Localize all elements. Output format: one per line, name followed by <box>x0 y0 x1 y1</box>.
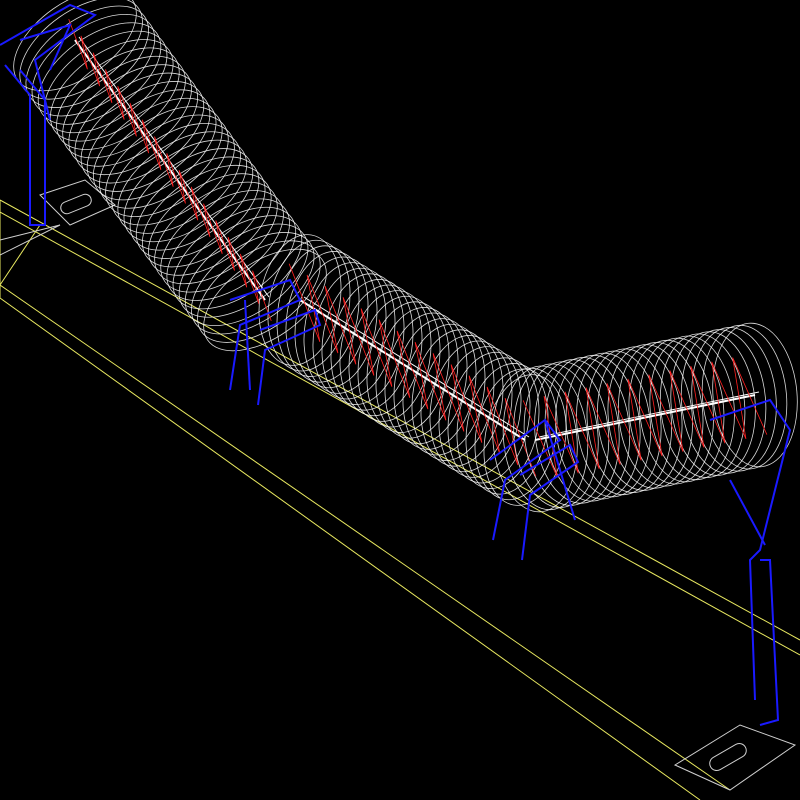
mid-right-leg <box>544 419 576 521</box>
roller-inner-detail <box>522 357 768 478</box>
roller-ring <box>597 346 683 491</box>
frame-line <box>0 211 800 656</box>
roller-ring <box>680 329 767 474</box>
brackets <box>0 3 792 726</box>
frame-line <box>0 284 731 791</box>
roller-ring <box>618 342 704 487</box>
center-roller <box>258 234 567 506</box>
roller-ring <box>523 361 610 506</box>
left-post <box>4 64 46 226</box>
left-post-brace <box>19 23 72 71</box>
roller-ring <box>649 335 735 481</box>
roller-ring <box>565 352 652 498</box>
roller-ring <box>576 350 662 496</box>
roller-ring <box>555 354 641 500</box>
roller-ring <box>474 368 558 501</box>
left-roller <box>13 0 327 352</box>
roller-ring <box>483 374 567 506</box>
roller-ring <box>586 348 672 493</box>
roller-ring <box>659 333 746 478</box>
left-post-top <box>0 3 98 121</box>
mid-left-bracket-b <box>257 308 322 406</box>
right-post-leg <box>759 559 780 726</box>
mid-right-bracket-b <box>519 443 580 561</box>
frame-line <box>0 297 701 800</box>
roller-ring <box>492 367 578 513</box>
frame-line <box>0 199 800 641</box>
mid-left-leg <box>244 299 251 391</box>
roller-inner-detail <box>288 263 537 477</box>
mounting-slot <box>60 193 92 215</box>
frame-line <box>0 224 41 286</box>
frame-end <box>0 224 61 256</box>
roller-ring <box>638 337 725 483</box>
roller-shaft-edge <box>538 391 760 438</box>
roller-ring <box>544 357 631 502</box>
mid-left-bracket-a <box>229 278 302 391</box>
roller-shaft-edge <box>78 36 270 298</box>
roller-ring <box>628 339 714 485</box>
mid-right-bracket-a <box>489 418 562 541</box>
roller-ring <box>712 322 798 468</box>
mounting-slot <box>709 743 747 771</box>
right-post <box>709 398 792 701</box>
roller-ring <box>691 327 777 472</box>
roller-ring <box>607 344 693 489</box>
roller-inner-detail <box>68 18 272 322</box>
roller-ring <box>670 331 756 476</box>
right-roller <box>492 322 798 513</box>
roller-ring <box>701 324 788 470</box>
roller-ring <box>513 363 599 508</box>
base-frame <box>0 199 800 800</box>
roller-ring <box>502 365 589 511</box>
roller-ring <box>534 359 620 504</box>
base-plate <box>39 179 116 226</box>
roller-shaft-edge <box>303 296 530 438</box>
base-plates <box>39 179 797 791</box>
rollers <box>13 0 798 513</box>
base-plate <box>673 724 797 791</box>
right-post-brace <box>729 479 766 546</box>
